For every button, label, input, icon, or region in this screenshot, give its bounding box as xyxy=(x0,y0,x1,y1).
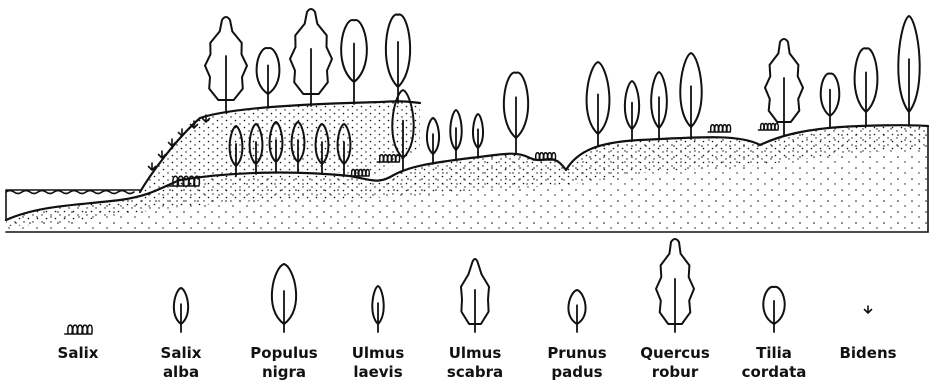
tree xyxy=(651,72,667,140)
tree xyxy=(587,62,610,146)
small-leaf-icon xyxy=(174,288,188,332)
tree xyxy=(898,16,919,126)
terrain-profile xyxy=(6,101,928,232)
legend-item-ulmus-scabra: Ulmus scabra xyxy=(447,259,503,381)
legend-label-line2: robur xyxy=(652,363,699,381)
shrub-icon-shape xyxy=(65,325,92,334)
legend-label-line1: Quercus xyxy=(640,344,710,362)
legend-label-line2: cordata xyxy=(742,363,807,381)
serrated-leaf-icon xyxy=(461,259,489,332)
legend-label-line1: Salix xyxy=(161,344,202,362)
legend-label-line2: alba xyxy=(163,363,199,381)
legend-label-line2: laevis xyxy=(353,363,402,381)
legend-item-populus-nigra: Populus nigra xyxy=(250,264,318,381)
legend-label-line1: Prunus xyxy=(547,344,606,362)
tree xyxy=(427,118,439,164)
tree xyxy=(625,81,639,141)
tree-upper-terrace xyxy=(341,20,367,104)
narrow-leaf-icon xyxy=(372,286,383,332)
legend-label-line1: Tilia xyxy=(756,344,792,362)
arrow-mark-shape xyxy=(865,306,872,313)
legend-label-line1: Ulmus xyxy=(352,344,405,362)
legend-label-line2: nigra xyxy=(262,363,306,381)
tree xyxy=(680,53,701,139)
shrub-icon xyxy=(65,325,92,334)
legend-label-line2: padus xyxy=(551,363,602,381)
tree-upper-terrace xyxy=(205,17,247,112)
species-legend: Salix Salix alba Populus nigra Ulmus lae… xyxy=(58,239,897,381)
tree xyxy=(504,73,528,154)
tree xyxy=(821,74,840,128)
legend-label-line1: Bidens xyxy=(839,344,896,362)
legend-label-line2: scabra xyxy=(447,363,503,381)
tree-upper-terrace xyxy=(386,14,410,103)
salix-shrub xyxy=(758,124,778,130)
legend-label-line1: Ulmus xyxy=(449,344,502,362)
salix-shrub xyxy=(708,125,730,132)
tree-upper-terrace xyxy=(257,48,280,108)
legend-item-salix: Salix xyxy=(58,325,99,362)
tree xyxy=(473,114,483,158)
legend-item-prunus-padus: Prunus padus xyxy=(547,290,606,381)
lobed-leaf-icon xyxy=(656,239,694,332)
round-leaf-icon xyxy=(763,287,784,332)
arrow-mark-icon xyxy=(865,306,872,313)
legend-label-line1: Salix xyxy=(58,344,99,362)
legend-item-salix-alba: Salix alba xyxy=(161,288,202,381)
tree-upper-terrace xyxy=(290,9,332,106)
tree xyxy=(450,110,461,160)
large-leaf-icon xyxy=(272,264,296,332)
legend-item-quercus-robur: Quercus robur xyxy=(640,239,710,381)
legend-item-tilia-cordata: Tilia cordata xyxy=(742,287,807,381)
tree xyxy=(855,48,878,126)
legend-label-line1: Populus xyxy=(250,344,318,362)
legend-item-bidens: Bidens xyxy=(839,306,896,362)
legend-item-ulmus-laevis: Ulmus laevis xyxy=(352,286,405,381)
small-leaf-icon xyxy=(568,290,585,332)
tree xyxy=(765,39,803,136)
